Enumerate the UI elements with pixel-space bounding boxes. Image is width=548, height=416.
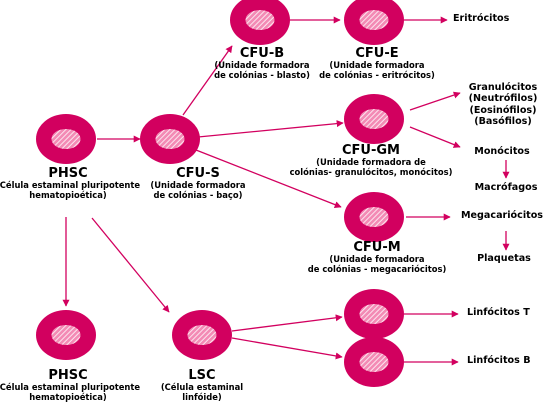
phsc-top-name: PHSC	[48, 166, 88, 181]
cfu-gm-desc-2: colónias- granulócitos, monócitos)	[289, 167, 453, 178]
label-cfu-s: CFU-S (Unidade formadora de colónias - b…	[150, 166, 245, 201]
lsc-desc-2: linfóide)	[182, 392, 222, 403]
cfu-b-desc-2: de colónias - blasto)	[214, 70, 310, 81]
granulocitos-title: Granulócitos	[468, 82, 538, 93]
arrow-lsc-to-cfu-t	[231, 314, 343, 332]
label-cfu-m: CFU-M (Unidade formadora de colónias - m…	[308, 240, 447, 275]
arrow-cfugm-to-monocitos	[409, 126, 461, 148]
phsc-bottom-desc-1: (Célula estaminal pluripotente	[0, 382, 141, 393]
granulocitos-basofilos: (Basófilos)	[474, 115, 532, 127]
cell-lsc	[172, 310, 232, 360]
label-cfu-e: CFU-E (Unidade formadora de colónias - e…	[319, 46, 435, 81]
output-linfocitos-t: Linfócitos T	[467, 307, 530, 318]
lsc-name: LSC	[188, 368, 216, 383]
output-plaquetas: Plaquetas	[477, 253, 531, 264]
cell-cfu-e	[344, 0, 404, 45]
phsc-bottom-name: PHSC	[48, 368, 88, 383]
cell-cfu-s	[140, 114, 200, 164]
cfu-e-desc-2: de colónias - eritrócitos)	[319, 70, 435, 81]
output-granulocitos: Granulócitos (Neutrófilos) (Eosinófilos)…	[469, 82, 538, 127]
cfu-m-name: CFU-M	[353, 240, 401, 255]
label-phsc-top: PHSC (Célula estaminal pluripotente hema…	[0, 166, 140, 201]
granulocitos-eosinofilos: (Eosinófilos)	[469, 104, 537, 116]
cfu-gm-desc-1: (Unidade formadora de	[316, 157, 426, 168]
cfu-e-desc-1: (Unidade formadora	[329, 60, 425, 71]
cell-lymph-t-progenitor	[344, 289, 404, 339]
phsc-top-desc-1: (Célula estaminal pluripotente	[0, 180, 141, 191]
label-phsc-bottom: PHSC (Célula estaminal pluripotente hema…	[0, 368, 140, 403]
label-cfu-b: CFU-B (Unidade formadora de colónias - b…	[214, 46, 310, 81]
cell-cfu-gm	[344, 94, 404, 144]
cell-cfu-m	[344, 192, 404, 242]
cell-phsc-bottom	[36, 310, 96, 360]
arrow-cfus-to-cfum	[195, 149, 342, 208]
cell-cfu-b	[230, 0, 290, 45]
arrow-cfugm-to-granulocitos	[409, 91, 461, 111]
lsc-desc-1: (Célula estaminal	[160, 382, 244, 393]
arrow-cfus-to-cfugm	[197, 120, 344, 138]
arrow-cfus-to-cfub	[182, 45, 233, 116]
output-megacariocitos: Megacariócitos	[460, 210, 544, 221]
cell-phsc-top	[36, 114, 96, 164]
granulocitos-neutrofilos: (Neutrófilos)	[468, 93, 538, 105]
cfu-s-desc-1: (Unidade formadora	[150, 180, 246, 191]
phsc-top-desc-2: hematopioética)	[29, 190, 107, 201]
cell-lymph-b-progenitor	[344, 337, 404, 387]
cfu-gm-name: CFU-GM	[342, 143, 400, 158]
output-macrofagos: Macrófagos	[474, 182, 538, 193]
cfu-m-desc-1: (Unidade formadora	[329, 254, 425, 265]
cfu-m-desc-2: de colónias - megacariócitos)	[307, 264, 447, 275]
cfu-s-desc-2: de colónias - baço)	[153, 190, 243, 201]
label-cfu-gm: CFU-GM (Unidade formadora de colónias- g…	[290, 143, 453, 178]
cfu-b-name: CFU-B	[239, 46, 285, 61]
arrow-phsc-to-lsc	[91, 217, 170, 313]
output-eritrocitos: Eritrócitos	[453, 13, 510, 24]
output-linfocitos-b: Linfócitos B	[467, 355, 531, 366]
cfu-b-desc-1: (Unidade formadora	[214, 60, 310, 71]
arrow-lsc-to-cfu-b	[231, 337, 343, 360]
label-lsc: LSC (Célula estaminal linfóide)	[161, 368, 243, 403]
phsc-bottom-desc-2: hematopioética)	[29, 392, 107, 403]
cfu-e-name: CFU-E	[355, 46, 399, 61]
output-monocitos: Monócitos	[474, 146, 530, 157]
cfu-s-name: CFU-S	[176, 166, 220, 181]
